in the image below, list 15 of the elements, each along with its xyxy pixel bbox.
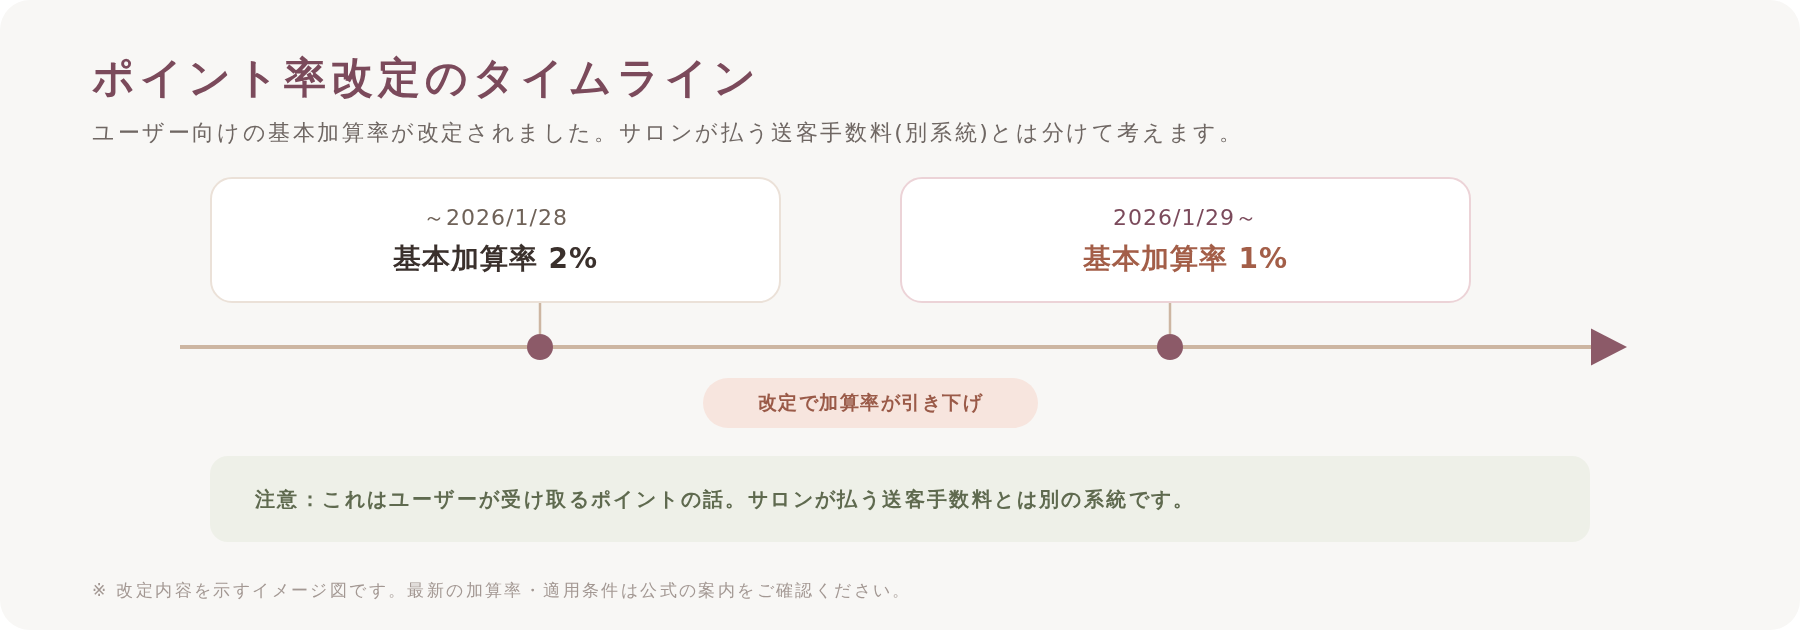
footnote-text: ※ 改定内容を示すイメージ図です。最新の加算率・適用条件は公式の案内をご確認ください。 (92, 579, 912, 602)
rate-text: 基本加算率 2% (392, 241, 599, 277)
period-card (900, 177, 1471, 303)
connector-line (538, 303, 542, 334)
timeline-dot (527, 334, 553, 360)
timeline-dot (1157, 334, 1183, 360)
diagram-title: ポイント率改定のタイムライン (92, 52, 761, 104)
period-card (210, 177, 781, 303)
change-text: 改定で加算率が引き下げ (757, 391, 984, 415)
notice-text: 注意：これはユーザーが受け取るポイントの話。サロンが払う送客手数料とは別の系統です。 (255, 486, 1196, 512)
subtitle-text: ユーザー向けの基本加算率が改定されました。サロンが払う送客手数料(別系統)とは分けて考えます。 (92, 119, 1244, 147)
date-text: 2026/1/29～ (1113, 203, 1258, 232)
rate-text: 基本加算率 1% (1082, 241, 1289, 277)
date-text: ～2026/1/28 (423, 203, 568, 232)
connector-line (1168, 303, 1172, 334)
